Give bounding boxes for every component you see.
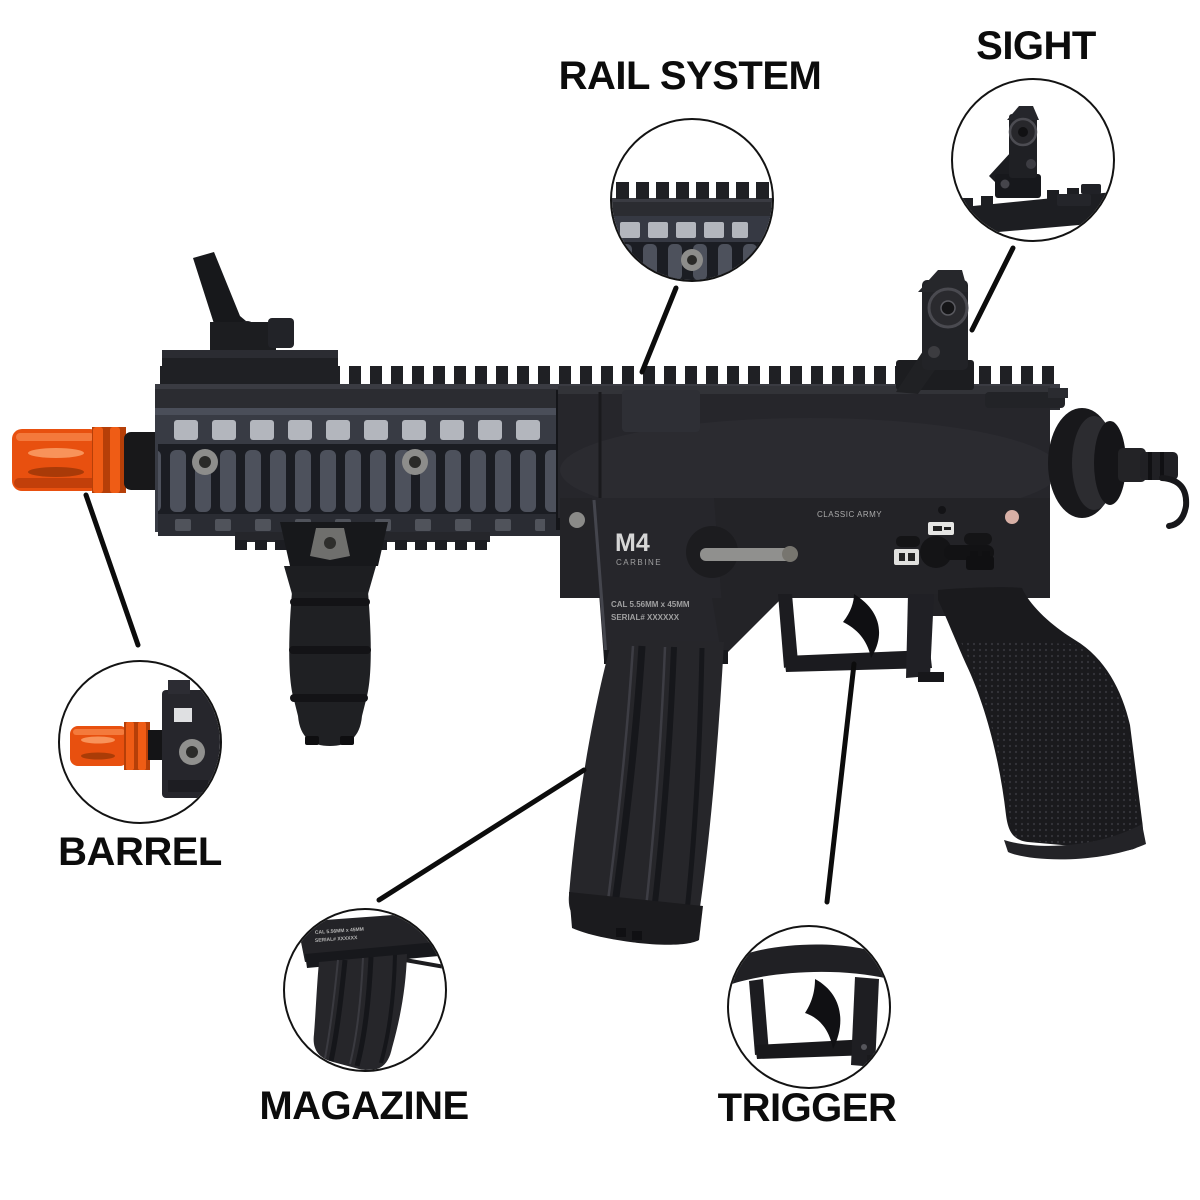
magazine-detail-circle: CAL 5.56MM x 45MM SERIAL# XXXXXX [283,908,447,1072]
callout-line-magazine [376,767,587,903]
barrel-detail-art [70,680,220,798]
trigger [843,594,880,658]
trigger-detail-art [729,944,889,1067]
sight-detail-art [953,106,1113,236]
rail-system-detail-art [612,182,772,280]
magazine-marking-caliber: CAL 5.56MM x 45MM [315,927,364,936]
label-rail-system: RAIL SYSTEM [558,54,822,98]
magazine-marking-serial: SERIAL# XXXXXX [315,935,358,944]
handguard-rail-system [155,390,570,550]
barrel-detail-circle [58,660,222,824]
magazine [568,640,728,945]
marking-model-type: CARBINE [616,558,662,567]
label-barrel: BARREL [58,830,222,874]
callout-line-rail-system [639,285,679,375]
muzzle-flash-hider [12,427,170,493]
callout-lines [83,245,1016,905]
magazine-detail-art: CAL 5.56MM x 45MM SERIAL# XXXXXX [297,912,445,1070]
callout-line-sight [969,245,1016,333]
marking-serial: SERIAL# XXXXXX [611,613,680,622]
rear-sight [896,270,974,394]
lower-receiver: CLASSIC ARMY M4 CARBINE CAL 5.56MM x 45M… [560,498,1050,660]
upper-receiver [558,386,1068,522]
pistol-grip [938,587,1146,860]
marking-brand: CLASSIC ARMY [817,510,882,519]
vertical-foregrip [280,522,388,746]
label-sight: SIGHT [976,24,1096,68]
marking-caliber: CAL 5.56MM x 45MM [611,600,690,609]
trigger-detail-circle [727,925,891,1089]
label-magazine: MAGAZINE [259,1084,469,1128]
sight-detail-circle [951,78,1115,242]
label-trigger: TRIGGER [717,1086,897,1130]
trigger-guard-group [778,594,944,682]
marking-model: M4 [615,529,650,557]
rear-cap [1048,408,1190,529]
callout-line-barrel [83,492,141,648]
callout-line-trigger [824,661,857,905]
rail-system-detail-circle [610,118,774,282]
